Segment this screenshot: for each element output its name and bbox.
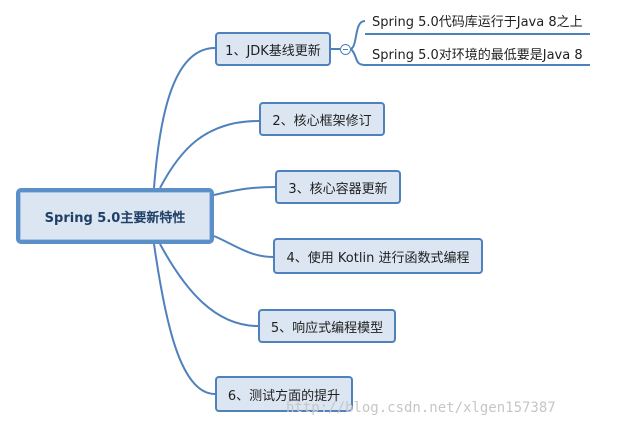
connector-branch-5 [159, 243, 259, 327]
connector-branch-6 [153, 243, 216, 395]
watermark-text: http://blog.csdn.net/xlgen157387 [286, 400, 556, 416]
leaf-node-label: Spring 5.0代码库运行于Java 8之上 [372, 15, 583, 30]
branch-node-testing[interactable]: 6、测试方面的提升 [215, 376, 353, 412]
branch-node-label: 4、使用 Kotlin 进行函数式编程 [286, 250, 470, 266]
branch-node-label: 2、核心框架修订 [272, 113, 372, 129]
branch-node-label: 3、核心容器更新 [288, 181, 388, 197]
root-node-label: Spring 5.0主要新特性 [44, 210, 186, 226]
connector-branch-4 [213, 235, 274, 258]
branch-node-label: 1、JDK基线更新 [225, 43, 321, 59]
leaf-node-min-java8[interactable]: Spring 5.0对环境的最低要是Java 8 [372, 44, 583, 63]
branch-node-kotlin-functional[interactable]: 4、使用 Kotlin 进行函数式编程 [273, 238, 483, 274]
branch-node-reactive-model[interactable]: 5、响应式编程模型 [258, 309, 396, 343]
root-node[interactable]: Spring 5.0主要新特性 [16, 188, 214, 244]
connector-branch-2 [159, 120, 260, 189]
branch-node-label: 5、响应式编程模型 [270, 320, 384, 336]
branch-node-core-framework[interactable]: 2、核心框架修订 [259, 102, 385, 136]
branch-node-label: 6、测试方面的提升 [227, 388, 341, 404]
connector-branch-3 [213, 186, 276, 196]
branch-node-jdk-baseline[interactable]: 1、JDK基线更新 [215, 32, 331, 66]
collapse-minus-icon[interactable] [340, 44, 351, 55]
connector-leaf-2 [350, 48, 366, 66]
leaf-node-codebase-java8[interactable]: Spring 5.0代码库运行于Java 8之上 [372, 11, 583, 30]
connector-branch-1 [153, 47, 216, 189]
leaf-node-label: Spring 5.0对环境的最低要是Java 8 [372, 48, 583, 63]
branch-node-core-container[interactable]: 3、核心容器更新 [275, 170, 401, 204]
connector-leaf-1 [350, 20, 366, 50]
